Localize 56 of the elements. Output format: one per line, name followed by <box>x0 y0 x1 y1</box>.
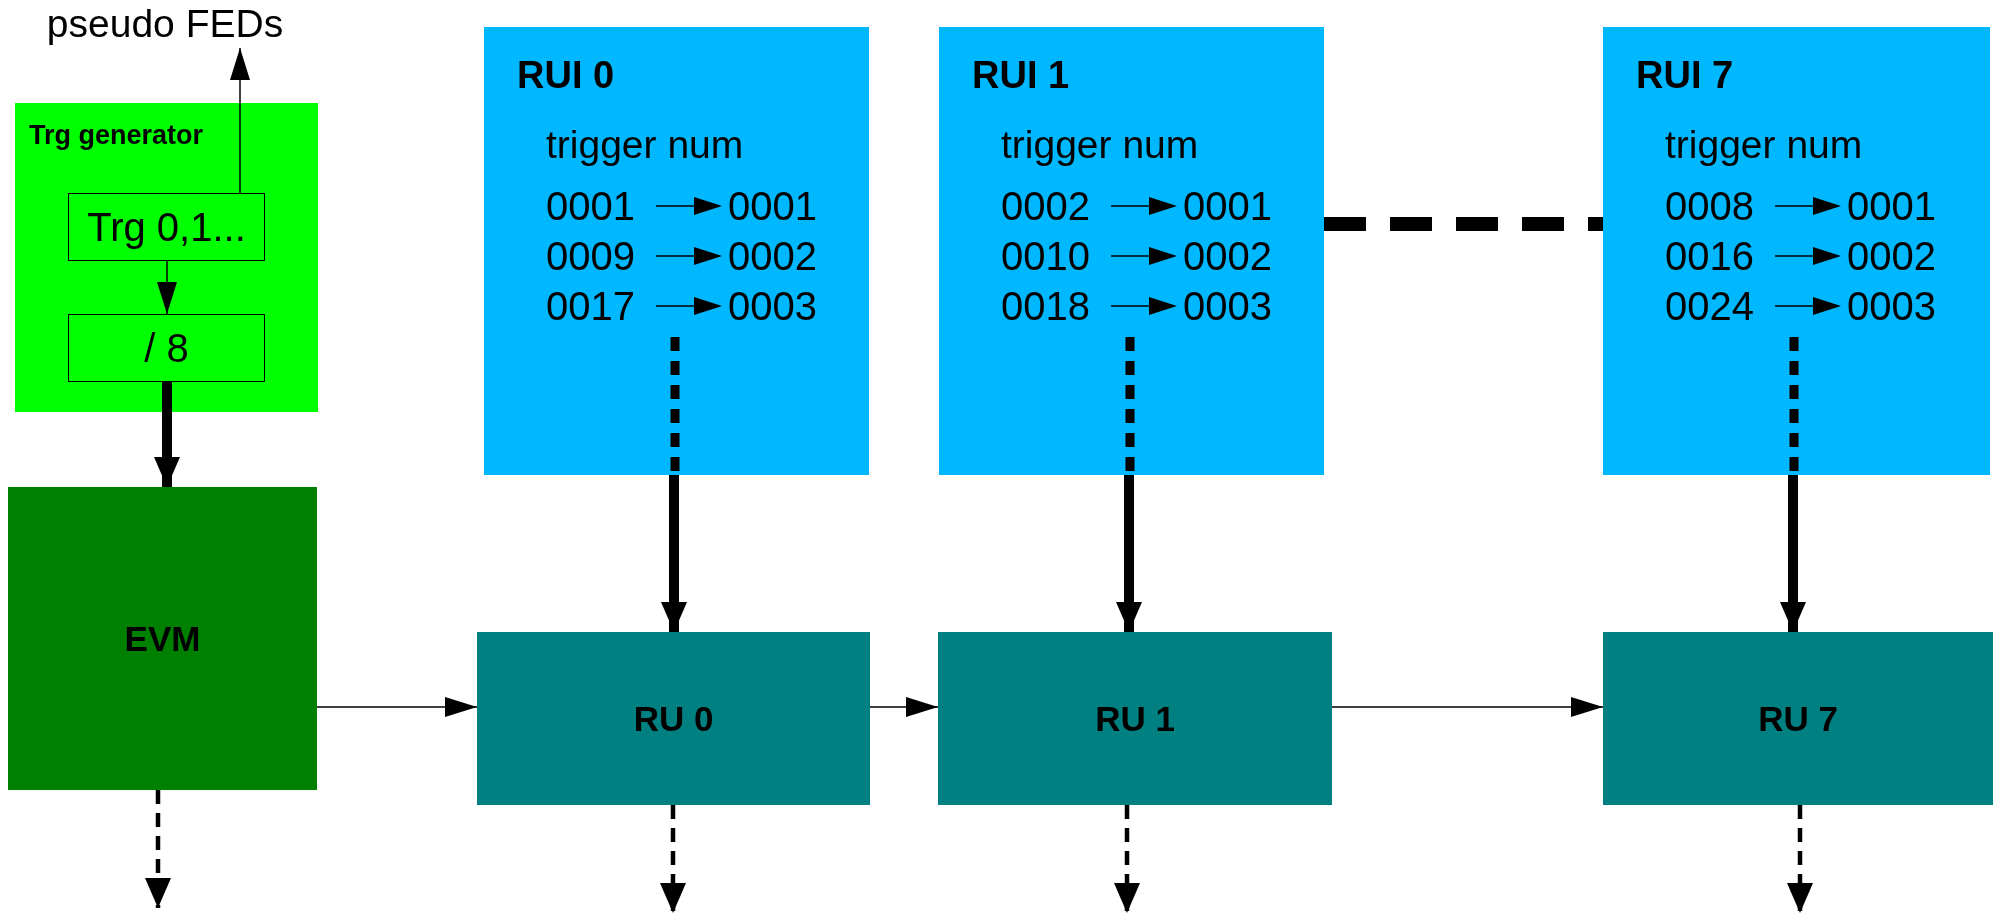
trigger-number: 0002 <box>1183 233 1272 280</box>
box-label: RU 7 <box>1758 698 1838 739</box>
column-heading: trigger num <box>1665 125 1863 164</box>
box-title: RUI 0 <box>517 56 615 94</box>
generator-panel <box>15 103 318 412</box>
box-label: RU 1 <box>1095 698 1175 739</box>
trigger-number: 0009 <box>546 233 636 280</box>
arrow <box>869 697 939 717</box>
trigger-number: 0002 <box>728 233 817 280</box>
arrow <box>316 697 478 717</box>
trigger-number: 0001 <box>1183 183 1272 230</box>
trigger-number: 0018 <box>1001 283 1091 330</box>
arrow <box>145 790 171 908</box>
arrow <box>661 475 687 632</box>
trigger-number: 0001 <box>546 183 636 230</box>
trigger-number: 0003 <box>1847 283 1936 330</box>
arrow <box>1780 475 1806 632</box>
box-label: RU 0 <box>633 698 714 739</box>
box-label: / 8 <box>144 325 189 371</box>
readout-unit-box <box>477 632 870 805</box>
trigger-number: 0024 <box>1665 283 1755 330</box>
arrow <box>1114 805 1140 913</box>
box-label: Trg 0,1... <box>87 204 246 250</box>
arrow <box>660 805 686 913</box>
arrow <box>1331 697 1604 717</box>
panel-title: Trg generator <box>29 120 204 151</box>
readout-unit-box <box>1603 632 1993 805</box>
output-label: pseudo FEDs <box>25 0 305 48</box>
arrow <box>1787 805 1813 913</box>
trigger-number: 0003 <box>1183 283 1272 330</box>
trigger-number: 0002 <box>1001 183 1091 230</box>
box-label: EVM <box>124 618 201 659</box>
connector-line <box>1324 217 1603 231</box>
readout-unit-input-box <box>939 27 1324 475</box>
arrow <box>230 47 250 194</box>
box-title: RUI 1 <box>972 56 1070 94</box>
arrow <box>1116 475 1142 632</box>
trigger-number: 0001 <box>1847 183 1936 230</box>
arrow <box>157 260 177 315</box>
trigger-number: 0008 <box>1665 183 1755 230</box>
trigger-number: 0001 <box>728 183 817 230</box>
process-box <box>68 314 265 382</box>
trigger-number: 0003 <box>728 283 817 330</box>
box-title: RUI 7 <box>1636 56 1734 94</box>
readout-unit-box <box>938 632 1332 805</box>
column-heading: trigger num <box>1001 125 1199 164</box>
arrow <box>154 382 180 487</box>
trigger-number: 0010 <box>1001 233 1091 280</box>
trigger-number: 0017 <box>546 283 636 330</box>
process-box <box>68 193 265 261</box>
trigger-number: 0016 <box>1665 233 1755 280</box>
readout-unit-input-box <box>484 27 869 475</box>
event-manager-box <box>8 487 317 790</box>
column-heading: trigger num <box>546 125 744 164</box>
readout-unit-input-box <box>1603 27 1990 475</box>
trigger-number: 0002 <box>1847 233 1936 280</box>
